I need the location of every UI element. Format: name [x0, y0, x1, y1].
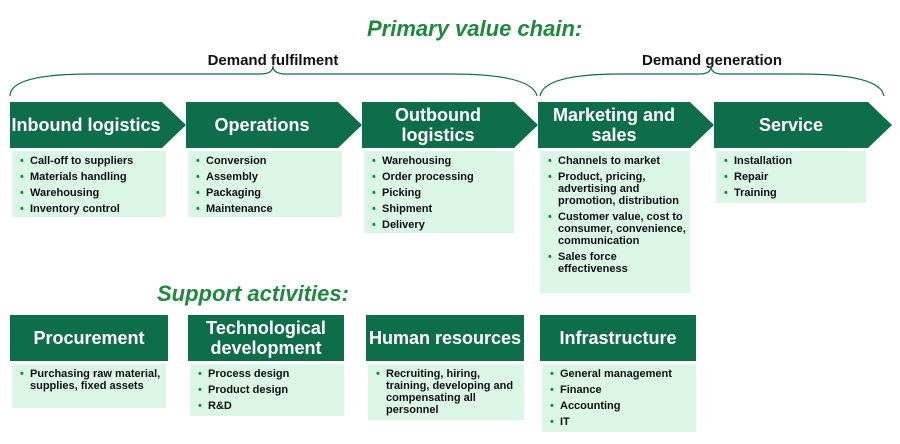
list-item: Repair [724, 171, 862, 183]
list-item: Shipment [372, 203, 510, 215]
marketing-and-sales-panel: Channels to market Product, pricing, adv… [540, 151, 690, 293]
demand-generation-label: Demand generation [641, 52, 783, 69]
list-item: Installation [724, 155, 862, 167]
list-item: Materials handling [20, 171, 162, 183]
list-item: IT [550, 416, 692, 428]
procurement-panel: Purchasing raw material, supplies, fixed… [12, 364, 166, 408]
service-panel: Installation Repair Training [716, 151, 866, 203]
list-item: Assembly [196, 171, 338, 183]
infrastructure-box: Infrastructure [540, 315, 696, 361]
list-item: Conversion [196, 155, 338, 167]
service-box: Service [714, 102, 892, 148]
list-item: R&D [198, 400, 340, 412]
infrastructure-panel: General management Finance Accounting IT [542, 364, 696, 432]
list-item: Warehousing [20, 187, 162, 199]
human-resources-panel: Recruiting, hiring, training, developing… [368, 364, 524, 420]
list-item: Sales force effectiveness [548, 251, 686, 275]
list-item: Customer value, cost to consumer, conven… [548, 211, 686, 247]
operations-box: Operations [186, 102, 362, 148]
support-activities-heading: Support activities: [157, 281, 349, 306]
list-item: Packaging [196, 187, 338, 199]
list-item: Finance [550, 384, 692, 396]
operations-panel: Conversion Assembly Packaging Maintenanc… [188, 151, 342, 217]
inbound-logistics-box: Inbound logistics [10, 102, 186, 148]
demand-fulfilment-label: Demand fulfilment [207, 52, 339, 69]
list-item: Picking [372, 187, 510, 199]
list-item: Delivery [372, 219, 510, 231]
list-item: Call-off to suppliers [20, 155, 162, 167]
inbound-logistics-panel: Call-off to suppliers Materials handling… [12, 151, 166, 217]
technological-development-panel: Process design Product design R&D [190, 364, 344, 416]
outbound-logistics-panel: Warehousing Order processing Picking Shi… [364, 151, 514, 233]
list-item: Order processing [372, 171, 510, 183]
human-resources-box: Human resources [366, 315, 524, 361]
marketing-and-sales-box: Marketing and sales [538, 102, 714, 148]
list-item: Maintenance [196, 203, 338, 215]
outbound-logistics-box: Outbound logistics [362, 102, 538, 148]
list-item: Purchasing raw material, supplies, fixed… [20, 368, 162, 392]
list-item: Process design [198, 368, 340, 380]
primary-value-chain-heading: Primary value chain: [367, 16, 583, 41]
technological-development-box: Technological development [188, 315, 344, 361]
demand-fulfilment-brace [9, 65, 538, 97]
list-item: Recruiting, hiring, training, developing… [376, 368, 520, 416]
list-item: Channels to market [548, 155, 686, 167]
list-item: Product design [198, 384, 340, 396]
list-item: Product, pricing, advertising and promot… [548, 171, 686, 207]
list-item: Warehousing [372, 155, 510, 167]
list-item: Accounting [550, 400, 692, 412]
list-item: General management [550, 368, 692, 380]
procurement-box: Procurement [10, 315, 168, 361]
list-item: Training [724, 187, 862, 199]
list-item: Inventory control [20, 203, 162, 215]
demand-generation-brace [539, 65, 885, 97]
